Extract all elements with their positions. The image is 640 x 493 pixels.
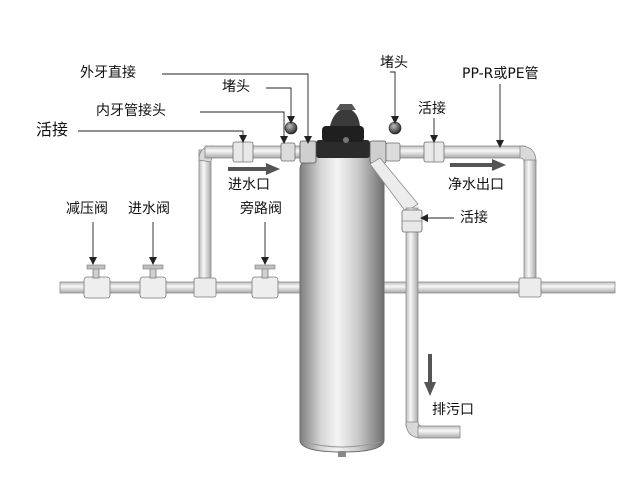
drain-diagonal-pipe	[369, 157, 419, 213]
drain-outlet-pipe	[417, 425, 461, 439]
external-thread-union-fitting	[299, 140, 317, 164]
label-clean-water-outlet: 净水出口	[448, 177, 504, 193]
label-union-right-mid: 活接	[460, 210, 488, 226]
inlet-valve-icon	[139, 264, 167, 299]
label-plug-left: 堵头	[222, 79, 250, 95]
label-internal-thread-joint: 内牙管接头	[96, 103, 166, 119]
label-external-thread-union: 外牙直接	[80, 65, 136, 81]
inlet-riser-pipe	[198, 149, 212, 288]
outlet-riser-pipe	[523, 159, 537, 287]
label-bypass-valve: 旁路阀	[240, 201, 282, 217]
pressure-reducing-valve-icon	[83, 264, 111, 299]
inlet-flow-arrow	[228, 163, 280, 175]
outlet-flow-arrow	[450, 159, 506, 171]
filter-tank	[299, 149, 385, 457]
leader-union-left	[78, 130, 244, 141]
control-valve-head	[316, 104, 370, 158]
leader-plug-right	[390, 71, 396, 121]
label-union-right-top: 活接	[418, 101, 446, 117]
label-plug-right: 堵头	[380, 55, 408, 71]
leader-internal-thread-joint	[200, 111, 285, 142]
label-pipe-material: PP-R或PE管	[462, 66, 539, 82]
bypass-valve-icon	[251, 264, 279, 299]
leader-plug-left	[266, 87, 292, 121]
outlet-thread-joint-fitting	[385, 142, 401, 162]
leader-external-thread-union	[162, 73, 309, 142]
tee-fitting	[193, 277, 217, 298]
drain-vertical-pipe	[405, 207, 419, 427]
label-inlet-valve: 进水阀	[128, 201, 170, 217]
outlet-top-pipe	[382, 145, 526, 159]
label-inlet: 进水口	[228, 177, 270, 193]
label-pressure-reducing-valve: 减压阀	[66, 201, 108, 217]
label-drain-outlet: 排污口	[432, 402, 474, 418]
internal-thread-joint-fitting	[280, 142, 296, 162]
tee-fitting	[518, 277, 542, 298]
label-union-left: 活接	[36, 120, 69, 139]
drain-flow-arrow	[424, 354, 436, 396]
